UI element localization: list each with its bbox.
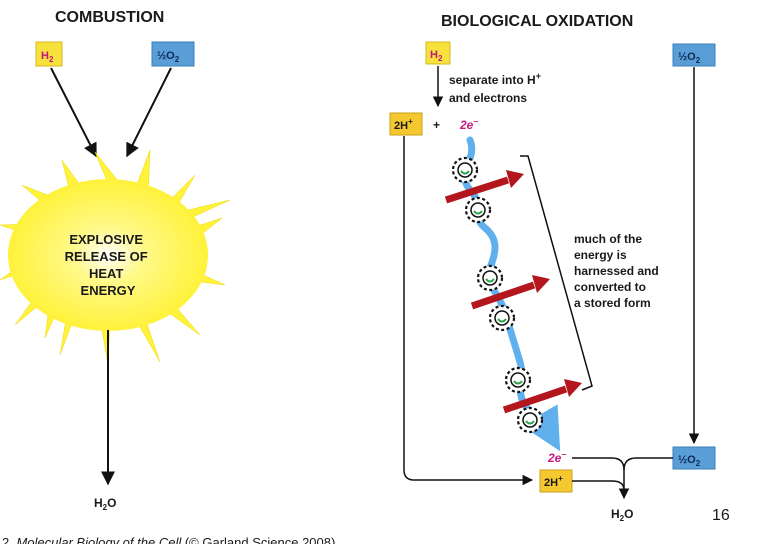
energy-arrow-1 — [444, 170, 524, 204]
protein-complex-2b — [488, 304, 516, 332]
bio-water: H2O — [611, 507, 633, 523]
explosion-label: EXPLOSIVE RELEASE OF HEAT ENERGY — [65, 232, 152, 298]
plus-sign: + — [433, 118, 440, 132]
protein-complex-3b — [516, 406, 544, 434]
energy-note: much of the energy is harnessed and conv… — [574, 232, 662, 310]
combustion-o2-box: ½O2 — [151, 41, 195, 67]
merge-lines — [572, 457, 673, 500]
bio-o2-bottom-box: ½O2 — [672, 446, 716, 470]
proton-path-arrow — [403, 136, 534, 486]
svg-text:H2: H2 — [41, 50, 54, 64]
electrons-top: 2e– — [459, 116, 478, 132]
svg-text:½O2: ½O2 — [678, 51, 701, 65]
page-number: 16 — [712, 507, 730, 524]
citation: 2, Molecular Biology of the Cell (© Garl… — [2, 535, 335, 544]
separate-note-line1: separate into H+ — [449, 71, 541, 87]
protein-complex-1a — [451, 156, 479, 184]
bio-2h-bottom-box: 2H+ — [539, 469, 573, 493]
explosion-burst — [0, 149, 231, 366]
h2-to-explosion-arrow — [50, 67, 97, 158]
svg-text:2H+: 2H+ — [394, 117, 413, 132]
svg-text:H2: H2 — [430, 49, 443, 63]
svg-text:½O2: ½O2 — [678, 454, 701, 468]
energy-bracket — [520, 155, 593, 391]
energy-arrow-3 — [502, 379, 582, 414]
combustion-water: H2O — [94, 496, 116, 512]
bio-h2-box: H2 — [425, 41, 451, 65]
protein-complex-1b — [464, 196, 492, 224]
o2-to-explosion-arrow — [126, 67, 172, 158]
energy-arrow-2 — [470, 275, 550, 310]
combustion-h2-box: H2 — [35, 41, 63, 67]
bio-title: BIOLOGICAL OXIDATION — [441, 13, 633, 30]
bio-o2-top-box: ½O2 — [672, 43, 716, 67]
protein-complex-3a — [504, 366, 532, 394]
electrons-bottom: 2e– — [547, 449, 566, 465]
protein-complex-2a — [476, 264, 504, 292]
combustion-title: COMBUSTION — [55, 9, 164, 26]
svg-text:2H+: 2H+ — [544, 474, 563, 489]
separate-note-line2: and electrons — [449, 91, 527, 105]
svg-text:½O2: ½O2 — [157, 50, 180, 64]
bio-2h-top-box: 2H+ — [389, 112, 423, 136]
